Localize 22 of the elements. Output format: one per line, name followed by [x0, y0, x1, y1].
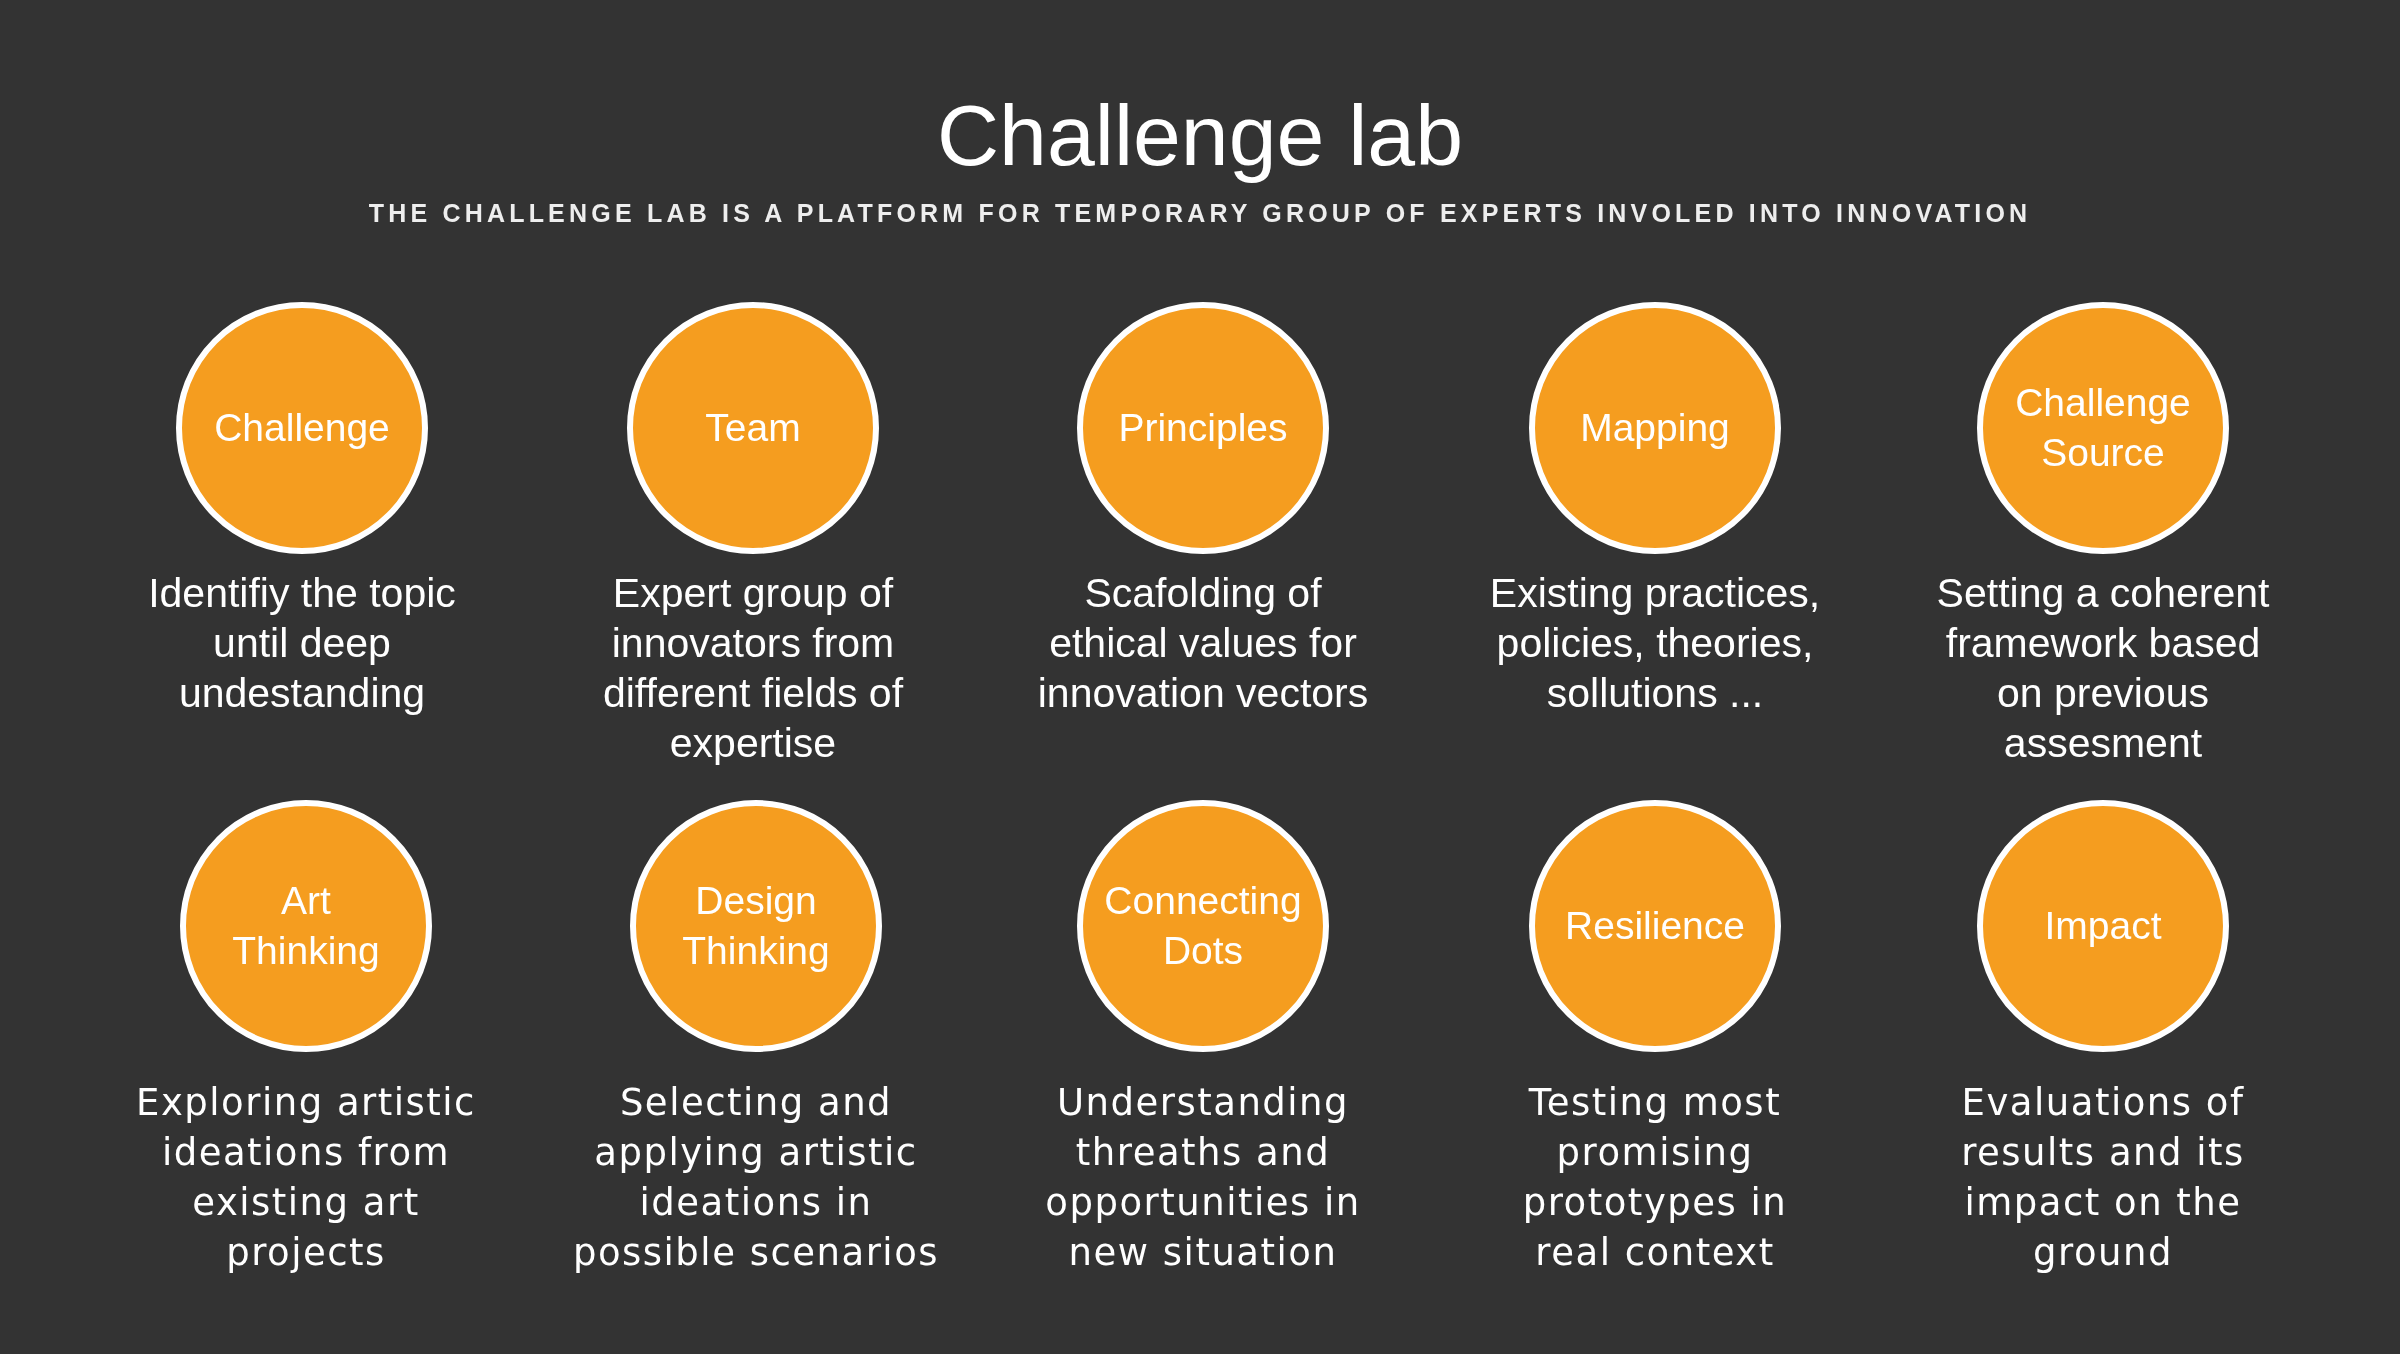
- circle-label: Challenge Source: [2014, 380, 2192, 476]
- description-text: Evaluations of results and its impact on the ground: [1960, 1080, 2246, 1276]
- description-text: Identifiy the topic until deep undestanding: [147, 569, 457, 718]
- circle-label: Challenge: [213, 405, 391, 451]
- circle-label: Design Thinking: [681, 878, 831, 974]
- circle-label: Connecting Dots: [1103, 878, 1303, 974]
- circle-label: Principles: [1117, 405, 1289, 451]
- description-text: Setting a coherent framework based on previous assesment: [1935, 569, 2271, 768]
- circle-label: Impact: [2043, 903, 2163, 949]
- circle-label: Resilience: [1564, 903, 1746, 949]
- description-text: Understanding threaths and opportunities in new situation: [1044, 1080, 1362, 1276]
- title: Challenge lab: [937, 86, 1463, 185]
- description-text: Existing practices, policies, theories, sollutions ...: [1488, 569, 1822, 718]
- description-text: Testing most promising prototypes in real context: [1521, 1080, 1789, 1276]
- circle-label: Art Thinking: [231, 878, 381, 974]
- circle-label: Mapping: [1579, 405, 1731, 451]
- circle-label: Team: [704, 405, 802, 451]
- description-text: Scafolding of ethical values for innovation vectors: [1036, 569, 1370, 718]
- description-text: Selecting and applying artistic ideations in possible scenarios: [571, 1080, 941, 1276]
- description-text: Exploring artistic ideations from existing art projects: [135, 1080, 477, 1276]
- description-text: Expert group of innovators from different fields of expertise: [601, 569, 905, 768]
- subtitle: THE CHALLENGE LAB IS A PLATFORM FOR TEMPORARY GROUP OF EXPERTS INVOLED INTO INNOVATION: [368, 198, 2032, 228]
